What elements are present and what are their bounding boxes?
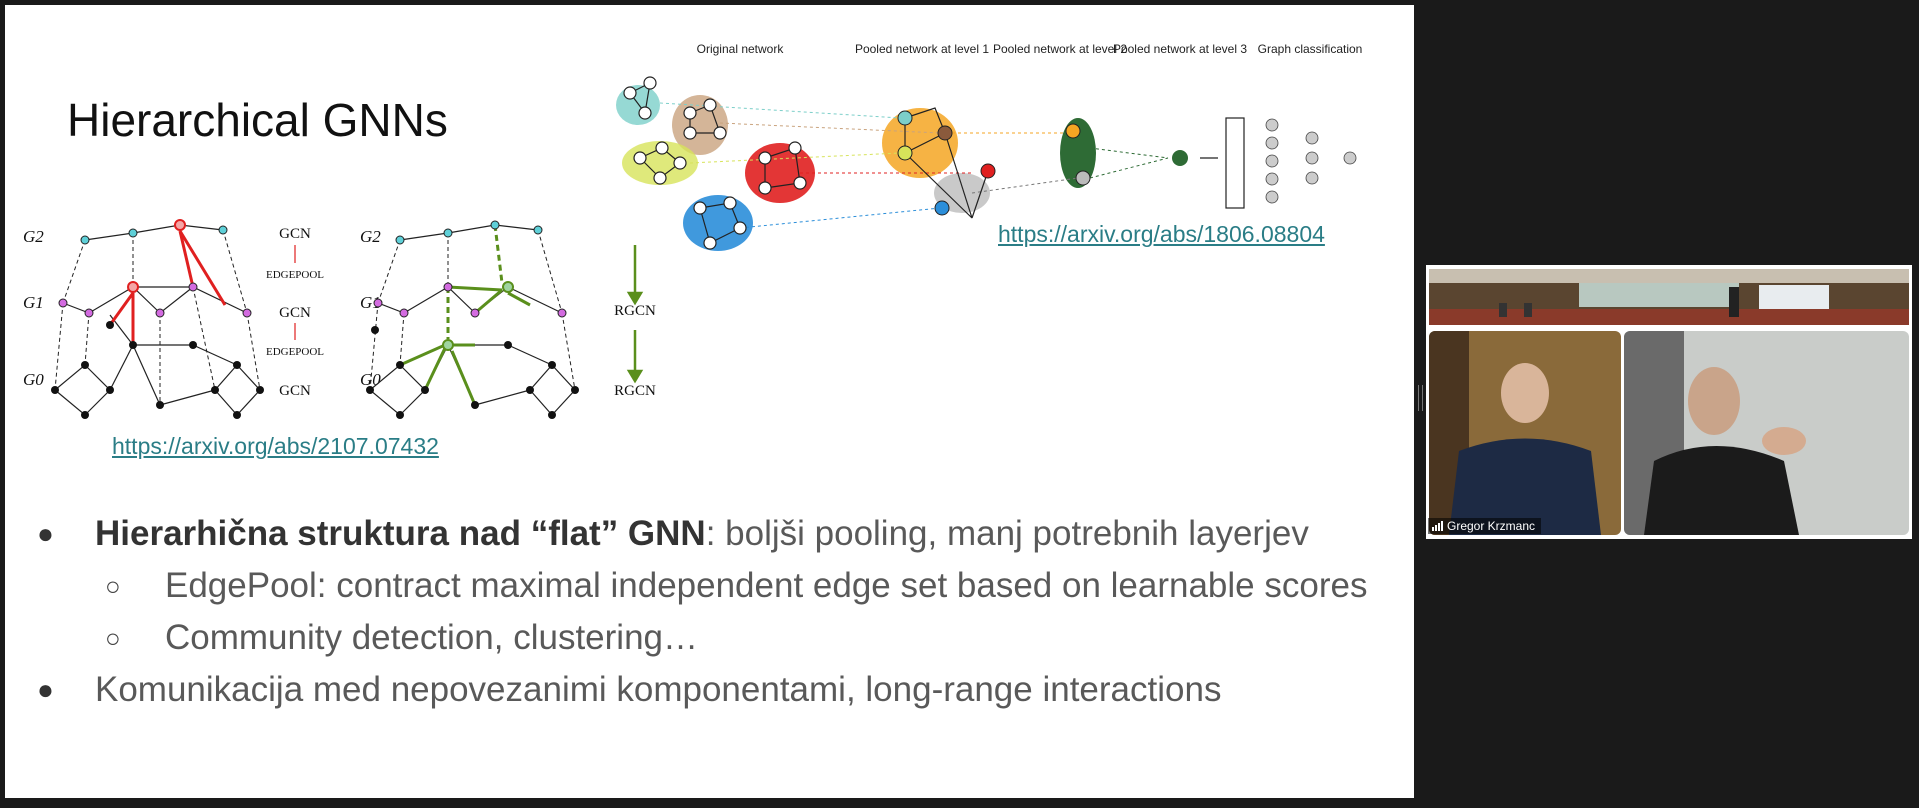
level-label-g1: G1 [23, 293, 44, 312]
level-label-g2-b: G2 [360, 227, 381, 246]
sub-bullet-item: ○ Community detection, clustering… [33, 612, 1413, 664]
sub-bullet-item: ○ EdgePool: contract maximal independent … [33, 560, 1413, 612]
level-label-g1-b: G1 [360, 293, 381, 312]
diffpool-diagram: Original network Pooled network at level… [616, 42, 1363, 251]
participant-name-tag: Gregor Krzmanc [1428, 518, 1542, 534]
bullet-item: ● Komunikacija med nepovezanimi komponent… [33, 664, 1413, 716]
bullet-list: ● Hierarhična struktura nad “flat” GNN: b… [33, 508, 1413, 716]
presentation-slide: Hierarchical GNNs G2 G1 G0 G2 G1 G0 [5, 5, 1414, 798]
participant-video-tile[interactable] [1429, 331, 1621, 535]
label-gcn-top: GCN [279, 226, 311, 242]
header-original: Original network [697, 42, 785, 56]
edgepool-diagram: G2 G1 G0 G2 G1 G0 [23, 219, 656, 419]
header-level3: Pooled network at level 3 [1113, 42, 1247, 56]
level-label-g0-b: G0 [360, 370, 381, 389]
bullet-dot-icon: ● [37, 518, 54, 549]
bullet-dot-icon: ● [37, 674, 54, 705]
header-level2: Pooled network at level 2 [993, 42, 1127, 56]
bullet-item: ● Hierarhična struktura nad “flat” GNN: b… [33, 508, 1413, 560]
label-edgepool-bottom: EDGEPOOL [266, 346, 324, 358]
slide-title: Hierarchical GNNs [67, 94, 448, 146]
label-rgcn-top: RGCN [614, 303, 656, 319]
sub-bullet-circle-icon: ○ [105, 623, 121, 653]
label-rgcn-bottom: RGCN [614, 383, 656, 399]
sub-bullet-text: Community detection, clustering… [165, 618, 698, 657]
label-edgepool-top: EDGEPOOL [266, 269, 324, 281]
participant-video-tile[interactable] [1624, 331, 1909, 535]
link-paper-1806-08804[interactable]: https://arxiv.org/abs/1806.08804 [998, 221, 1325, 247]
level-label-g0: G0 [23, 370, 44, 389]
header-classification: Graph classification [1258, 42, 1363, 56]
sub-bullet-text: EdgePool: contract maximal independent e… [165, 566, 1368, 605]
label-gcn-bottom: GCN [279, 383, 311, 399]
level-label-g2: G2 [23, 227, 44, 246]
bullet-text: Komunikacija med nepovezanimi komponenta… [95, 670, 1222, 709]
sub-bullet-circle-icon: ○ [105, 571, 121, 601]
participant-name: Gregor Krzmanc [1447, 519, 1536, 533]
label-gcn-mid: GCN [279, 305, 311, 321]
signal-icon [1432, 521, 1443, 531]
header-level1: Pooled network at level 1 [855, 42, 989, 56]
video-panel: Gregor Krzmanc [1426, 265, 1912, 539]
room-camera-feed[interactable] [1429, 269, 1909, 325]
bullet-bold-text: Hierarhična struktura nad “flat” GNN [95, 514, 706, 553]
link-paper-2107-07432[interactable]: https://arxiv.org/abs/2107.07432 [112, 433, 439, 459]
panel-resize-handle[interactable] [1418, 385, 1423, 411]
bullet-text: : boljši pooling, manj potrebnih layerje… [705, 514, 1309, 553]
